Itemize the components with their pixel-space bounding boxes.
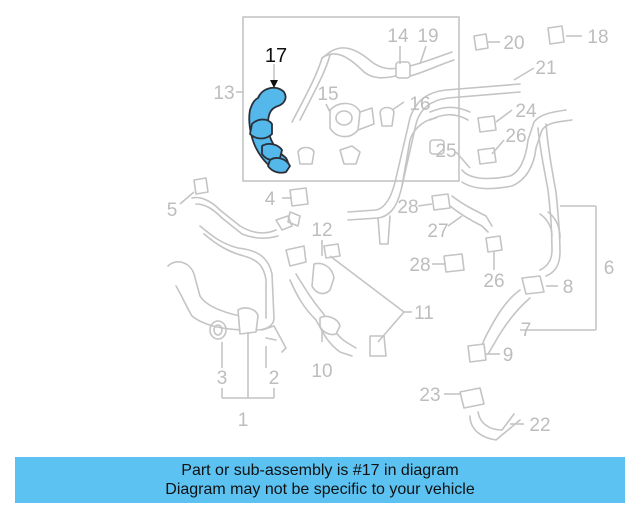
banner-line-1: Part or sub-assembly is #17 in diagram xyxy=(181,462,459,479)
callout-13: 13 xyxy=(213,83,234,104)
callout-28: 28 xyxy=(397,197,418,218)
callout-17-highlighted: 17 xyxy=(265,45,287,67)
hose-assembly-1 xyxy=(167,196,287,353)
callout-27: 27 xyxy=(427,221,448,242)
callout-1: 1 xyxy=(238,410,249,431)
callout-8: 8 xyxy=(563,277,574,298)
hose-17-part xyxy=(248,86,291,174)
hose-right-26 xyxy=(461,109,573,277)
callout-28b: 28 xyxy=(409,255,430,276)
callout-11: 11 xyxy=(414,303,434,324)
callout-5: 5 xyxy=(167,200,178,221)
callout-24: 24 xyxy=(515,101,537,122)
pipe-assembly-upper xyxy=(347,83,521,245)
callout-4: 4 xyxy=(265,189,276,210)
callout-26b: 26 xyxy=(483,271,504,292)
banner-line-2: Diagram may not be specific to your vehi… xyxy=(165,481,475,498)
callout-15: 15 xyxy=(317,84,338,105)
hose-27 xyxy=(449,195,493,233)
callout-19: 19 xyxy=(417,26,438,47)
callout-14: 14 xyxy=(387,26,409,47)
callout-16: 16 xyxy=(409,94,430,115)
hose-7 xyxy=(479,275,545,355)
hose-19-part xyxy=(291,47,455,123)
leader-lines xyxy=(179,35,597,425)
callout-12: 12 xyxy=(311,220,332,241)
callout-22: 22 xyxy=(529,415,550,436)
callout-18: 18 xyxy=(587,27,608,48)
clamps-inset xyxy=(297,145,361,165)
callout-26: 26 xyxy=(505,126,526,147)
callout-10: 10 xyxy=(311,361,332,382)
fitting-15-part xyxy=(329,102,375,138)
callout-23: 23 xyxy=(419,385,440,406)
callout-9: 9 xyxy=(503,345,514,366)
callout-7: 7 xyxy=(521,320,532,341)
callout-6: 6 xyxy=(604,258,615,279)
callout-20: 20 xyxy=(503,33,524,54)
callout-25: 25 xyxy=(435,141,456,162)
callout-3: 3 xyxy=(217,368,228,389)
callout-2: 2 xyxy=(269,368,280,389)
callout-21: 21 xyxy=(535,58,556,79)
clamps-misc xyxy=(193,25,565,363)
info-banner: Part or sub-assembly is #17 in diagram D… xyxy=(15,457,625,503)
hose-10 xyxy=(289,262,387,357)
inset-box xyxy=(242,16,460,182)
hose-22 xyxy=(459,387,521,441)
callout-numbers: 1 2 3 4 5 6 7 8 9 10 11 12 13 14 15 16 1… xyxy=(167,26,615,436)
